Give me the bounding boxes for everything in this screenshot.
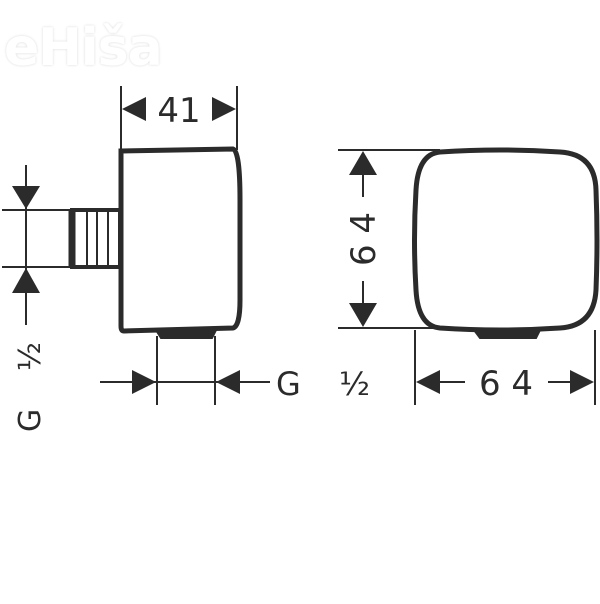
arrow-left-icon bbox=[416, 370, 440, 394]
watermark-logo: eHiša bbox=[4, 18, 163, 78]
arrow-left-icon bbox=[122, 97, 146, 121]
dim-label-width-41: 41 bbox=[157, 91, 200, 131]
arrow-up-icon bbox=[349, 151, 377, 175]
arrow-right-icon bbox=[212, 97, 236, 121]
arrow-left-icon bbox=[216, 370, 240, 394]
arrow-right-icon bbox=[570, 370, 594, 394]
dim-label-thread-left: G ½ bbox=[13, 328, 48, 432]
dim-label-height-64: 6 4 bbox=[344, 212, 384, 266]
side-view bbox=[2, 86, 270, 405]
dim-label-width-64: 6 4 bbox=[479, 364, 533, 404]
arrow-down-icon bbox=[349, 303, 377, 327]
arrow-down-icon bbox=[12, 186, 40, 209]
dim-label-outlet: G ½ bbox=[276, 365, 384, 403]
arrow-up-icon bbox=[12, 268, 40, 293]
front-view bbox=[338, 147, 600, 405]
arrow-right-icon bbox=[132, 370, 156, 394]
